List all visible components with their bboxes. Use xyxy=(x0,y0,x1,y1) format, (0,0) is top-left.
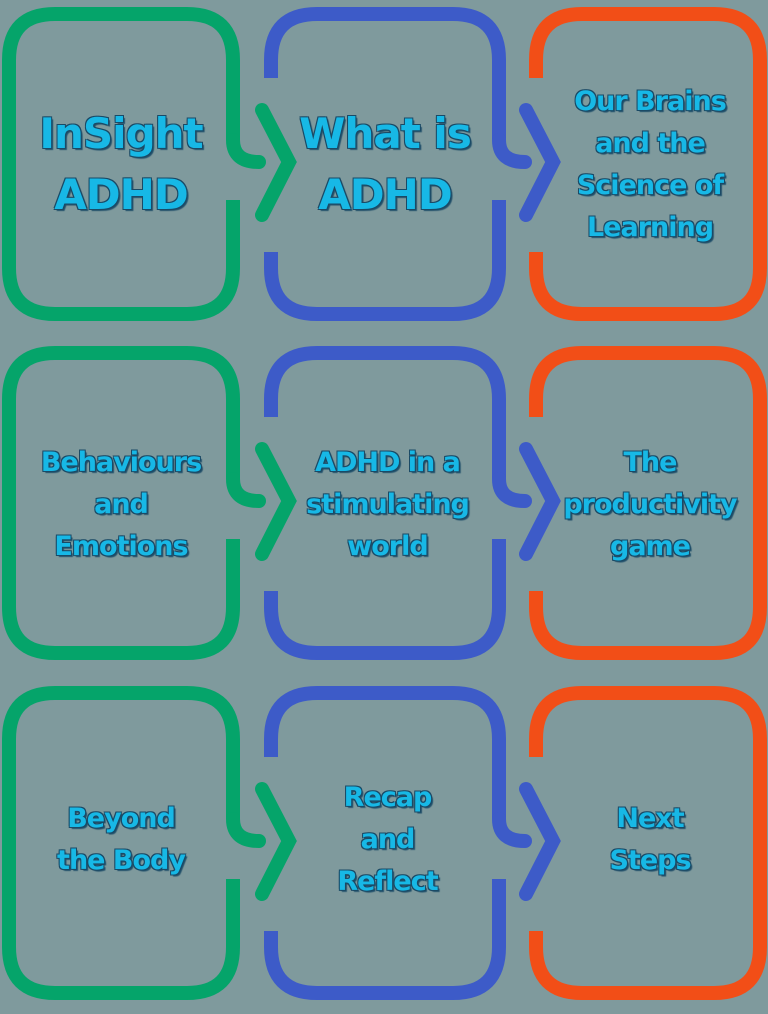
card-line: stimulating xyxy=(306,489,470,521)
card-recap-reflect: Recap and Reflect xyxy=(285,735,490,945)
card-line: Our Brains xyxy=(574,86,727,118)
card-line: Next xyxy=(616,803,684,835)
card-line: productivity xyxy=(563,489,737,521)
card-beyond-body: Beyond the Body xyxy=(16,735,226,945)
card-behaviours-emotions: Behaviours and Emotions xyxy=(16,400,226,610)
card-line: Steps xyxy=(609,845,691,876)
card-line: the Body xyxy=(57,845,186,876)
card-line: Learning xyxy=(586,211,714,243)
card-what-is-adhd: What is ADHD xyxy=(285,60,485,270)
card-line: Behaviours xyxy=(40,447,202,479)
card-line: world xyxy=(347,530,428,562)
card-line: InSight xyxy=(39,109,203,159)
card-line: Beyond xyxy=(67,803,176,835)
card-line: ADHD xyxy=(54,170,188,219)
card-line: and xyxy=(94,489,149,521)
card-next-steps: Next Steps xyxy=(545,735,755,945)
card-line: Recap xyxy=(343,782,433,814)
card-brains-science: Our Brains and the Science of Learning xyxy=(550,60,750,270)
card-insight-adhd: InSight ADHD xyxy=(16,60,226,270)
card-line: What is xyxy=(299,109,472,159)
card-line: ADHD xyxy=(318,170,452,219)
card-stimulating-world: ADHD in a stimulating world xyxy=(285,400,490,610)
card-line: game xyxy=(610,530,691,562)
card-line: and xyxy=(360,824,416,856)
card-productivity-game: The productivity game xyxy=(545,400,755,610)
card-line: ADHD in a xyxy=(315,447,461,479)
card-line: Reflect xyxy=(337,865,438,897)
card-line: The xyxy=(623,447,678,479)
card-line: Science of xyxy=(576,170,724,201)
card-line: and the xyxy=(595,128,706,160)
card-line: Emotions xyxy=(54,530,188,562)
